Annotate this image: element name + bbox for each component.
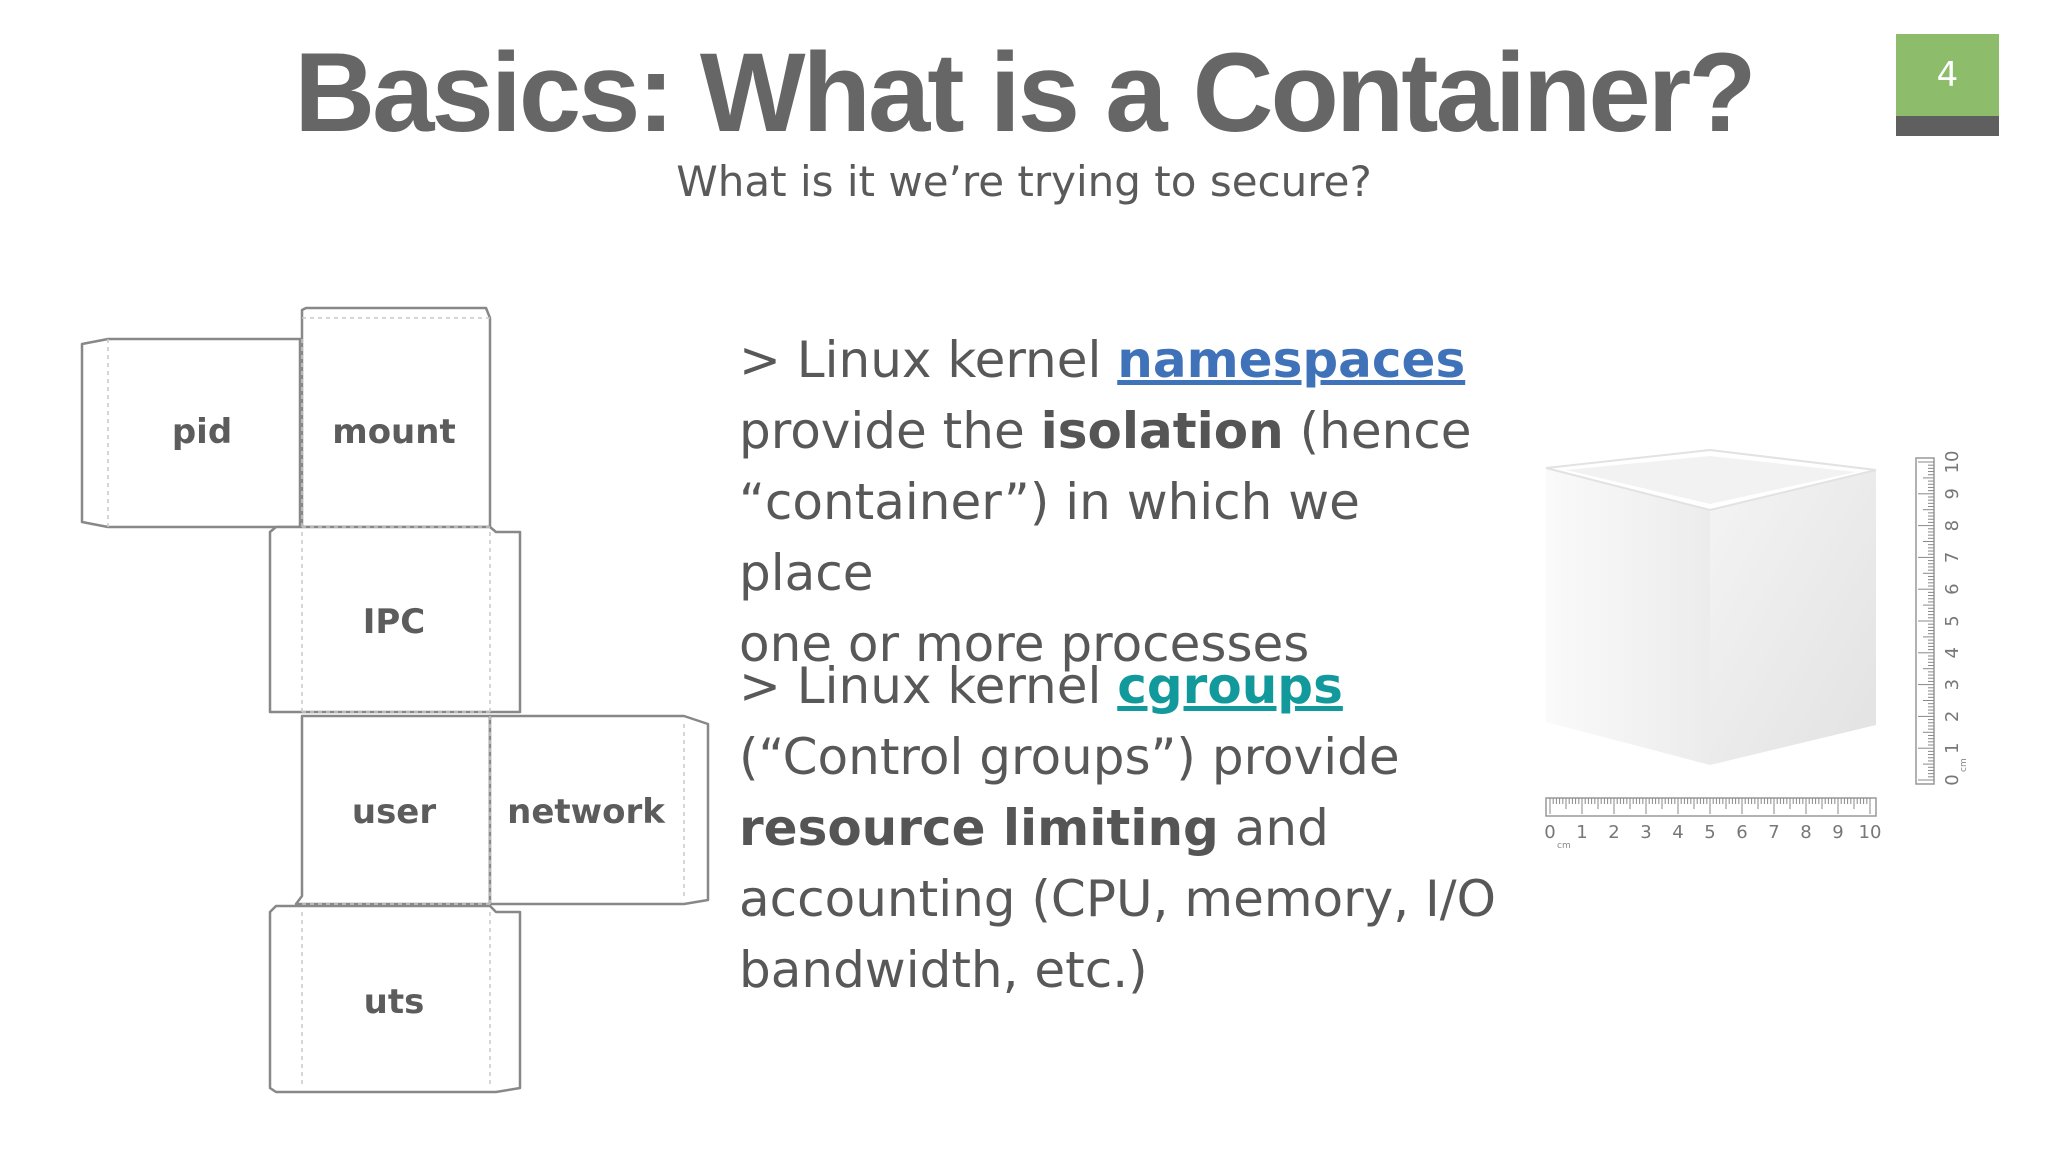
namespaces-link[interactable]: namespaces (1117, 331, 1466, 389)
cgroups-link[interactable]: cgroups (1117, 657, 1343, 715)
p1-line4: one or more processes (739, 615, 1310, 673)
box-front-face (1710, 470, 1876, 765)
v-ruler-tick-label: 0 (1942, 774, 1963, 785)
namespaces-paragraph: > Linux kernel namespaces provide the is… (739, 325, 1499, 680)
h-ruler-tick-label: 3 (1640, 822, 1651, 843)
slide-number: 4 (1896, 34, 1999, 116)
uts-face (268, 904, 522, 1094)
face-label-ipc: IPC (363, 602, 426, 642)
h-ruler-tick-label: 4 (1672, 822, 1683, 843)
p2-line3-b: and (1218, 799, 1329, 857)
p2-line5: bandwidth, etc.) (739, 941, 1148, 999)
v-ruler-tick-label: 8 (1942, 520, 1963, 531)
p2-line1: > Linux kernel cgroups (739, 651, 1499, 722)
v-ruler-tick-label: 9 (1942, 488, 1963, 499)
h-ruler-tick-label: 9 (1832, 822, 1843, 843)
v-ruler-tick-label: 10 (1942, 451, 1963, 474)
h-ruler-tick-label: 2 (1608, 822, 1619, 843)
v-ruler-tick-label: 2 (1942, 711, 1963, 722)
face-label-network: network (507, 792, 666, 832)
v-ruler-tick-label: 7 (1942, 552, 1963, 563)
h-ruler-tick-label: 10 (1859, 822, 1882, 843)
namespace-box-net: pid mount IPC user network uts (80, 306, 710, 1094)
h-ruler-tick-label: 7 (1768, 822, 1779, 843)
p2-prefix: > Linux kernel (739, 657, 1118, 715)
slide-number-bar (1896, 116, 1999, 136)
p2-line3: resource limiting and (739, 793, 1499, 864)
h-ruler-tick-label: 8 (1800, 822, 1811, 843)
face-label-uts: uts (364, 982, 425, 1022)
face-label-user: user (352, 792, 437, 832)
h-ruler-unit-label: cm (1557, 841, 1571, 851)
h-ruler-tick-label: 1 (1576, 822, 1587, 843)
slide-title: Basics: What is a Container? (294, 30, 1756, 155)
v-ruler-tick-label: 3 (1942, 679, 1963, 690)
h-ruler-tick-label: 6 (1736, 822, 1747, 843)
box-left-face (1546, 468, 1710, 765)
v-ruler-tick-label: 4 (1942, 647, 1963, 658)
p2-line2: (“Control groups”) provide (739, 728, 1400, 786)
isolation-bold: isolation (1040, 402, 1284, 460)
p1-line1: > Linux kernel namespaces (739, 325, 1499, 396)
p2-line4: accounting (CPU, memory, I/O (739, 870, 1497, 928)
resource-limiting-bold: resource limiting (739, 799, 1219, 857)
v-ruler-unit-label: cm (1959, 758, 1969, 772)
p1-line2-b: (hence (1283, 402, 1472, 460)
v-ruler-tick-label: 6 (1942, 583, 1963, 594)
vertical-ruler: 0 1 2 3 4 5 6 7 8 9 10 cm (1915, 451, 1969, 786)
face-label-mount: mount (332, 412, 455, 452)
v-ruler-tick-label: 1 (1942, 742, 1963, 753)
slide-subtitle: What is it we’re trying to secure? (676, 157, 1372, 206)
slide-number-badge: 4 (1896, 34, 1999, 136)
cgroups-paragraph: > Linux kernel cgroups (“Control groups”… (739, 651, 1499, 1006)
v-ruler-tick-label: 5 (1942, 615, 1963, 626)
p1-line2: provide the isolation (hence (739, 396, 1499, 467)
face-label-pid: pid (172, 412, 232, 452)
p1-line2-a: provide the (739, 402, 1041, 460)
h-ruler-tick-label: 5 (1704, 822, 1715, 843)
h-ruler-tick-label: 0 (1544, 822, 1555, 843)
p1-line3: “container”) in which we place (739, 473, 1360, 602)
p1-prefix: > Linux kernel (739, 331, 1118, 389)
